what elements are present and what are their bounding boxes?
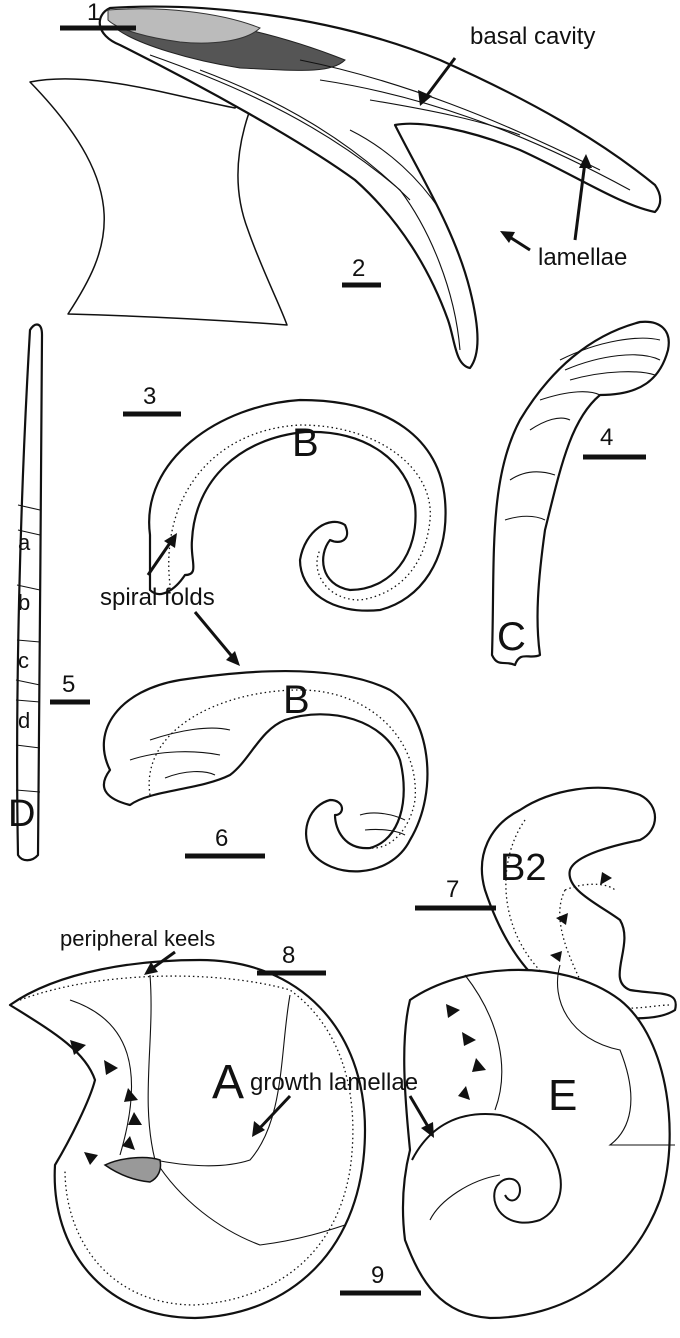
fig9-element-outline: [401, 968, 671, 1320]
fig2-element-outline: [29, 61, 288, 326]
fig8-stippled-area: [103, 1156, 162, 1183]
arrow-growth-lamellae-1: [256, 1094, 292, 1132]
fig8-element-outline: [8, 958, 367, 1320]
fig6-element-outline: [102, 669, 429, 873]
arrow-basal-cavity: [423, 57, 457, 99]
arrow-lamellae-2: [507, 234, 531, 252]
arrow-spiral-folds-1: [146, 539, 174, 576]
fig1-element-outline: [98, 5, 662, 370]
arrow-growth-lamellae-2: [408, 1095, 432, 1131]
panel-number-2: 2: [352, 255, 365, 282]
label-growth-lamellae: growth lamellae: [250, 1069, 418, 1096]
segment-d: d: [18, 708, 30, 733]
panel-number-3: 3: [143, 383, 156, 410]
fig4-element-outline: [490, 320, 670, 667]
panel-number-5: 5: [62, 671, 75, 698]
segment-b: b: [18, 590, 30, 615]
panel-number-9: 9: [371, 1262, 384, 1289]
panel-number-7: 7: [446, 876, 459, 903]
arrow-lamellae-1: [573, 161, 587, 241]
fig5-element-outline: [16, 323, 44, 862]
label-spiral-folds: spiral folds: [100, 584, 215, 611]
label-basal-cavity: basal cavity: [470, 23, 595, 50]
letter-fig4: C: [497, 615, 526, 659]
segment-c: c: [18, 648, 29, 673]
letter-fig5: D: [8, 793, 35, 835]
fig7-element-outline: [480, 786, 677, 1020]
letter-fig3: B: [292, 421, 319, 465]
letter-fig9: E: [548, 1071, 577, 1120]
segment-a: a: [18, 530, 31, 555]
panel-number-6: 6: [215, 825, 228, 852]
arrow-spiral-folds-2: [193, 611, 237, 661]
panel-number-4: 4: [600, 424, 613, 451]
letter-fig6: B: [283, 678, 310, 722]
label-lamellae: lamellae: [538, 244, 627, 271]
fig3-element-outline: [148, 398, 447, 612]
letter-fig7: B2: [500, 847, 546, 889]
label-peripheral-keels: peripheral keels: [60, 926, 215, 951]
panel-number-1: 1: [87, 0, 100, 26]
panel-number-8: 8: [282, 942, 295, 969]
letter-fig8: A: [212, 1056, 244, 1109]
fig1-shading-light: [107, 8, 261, 44]
